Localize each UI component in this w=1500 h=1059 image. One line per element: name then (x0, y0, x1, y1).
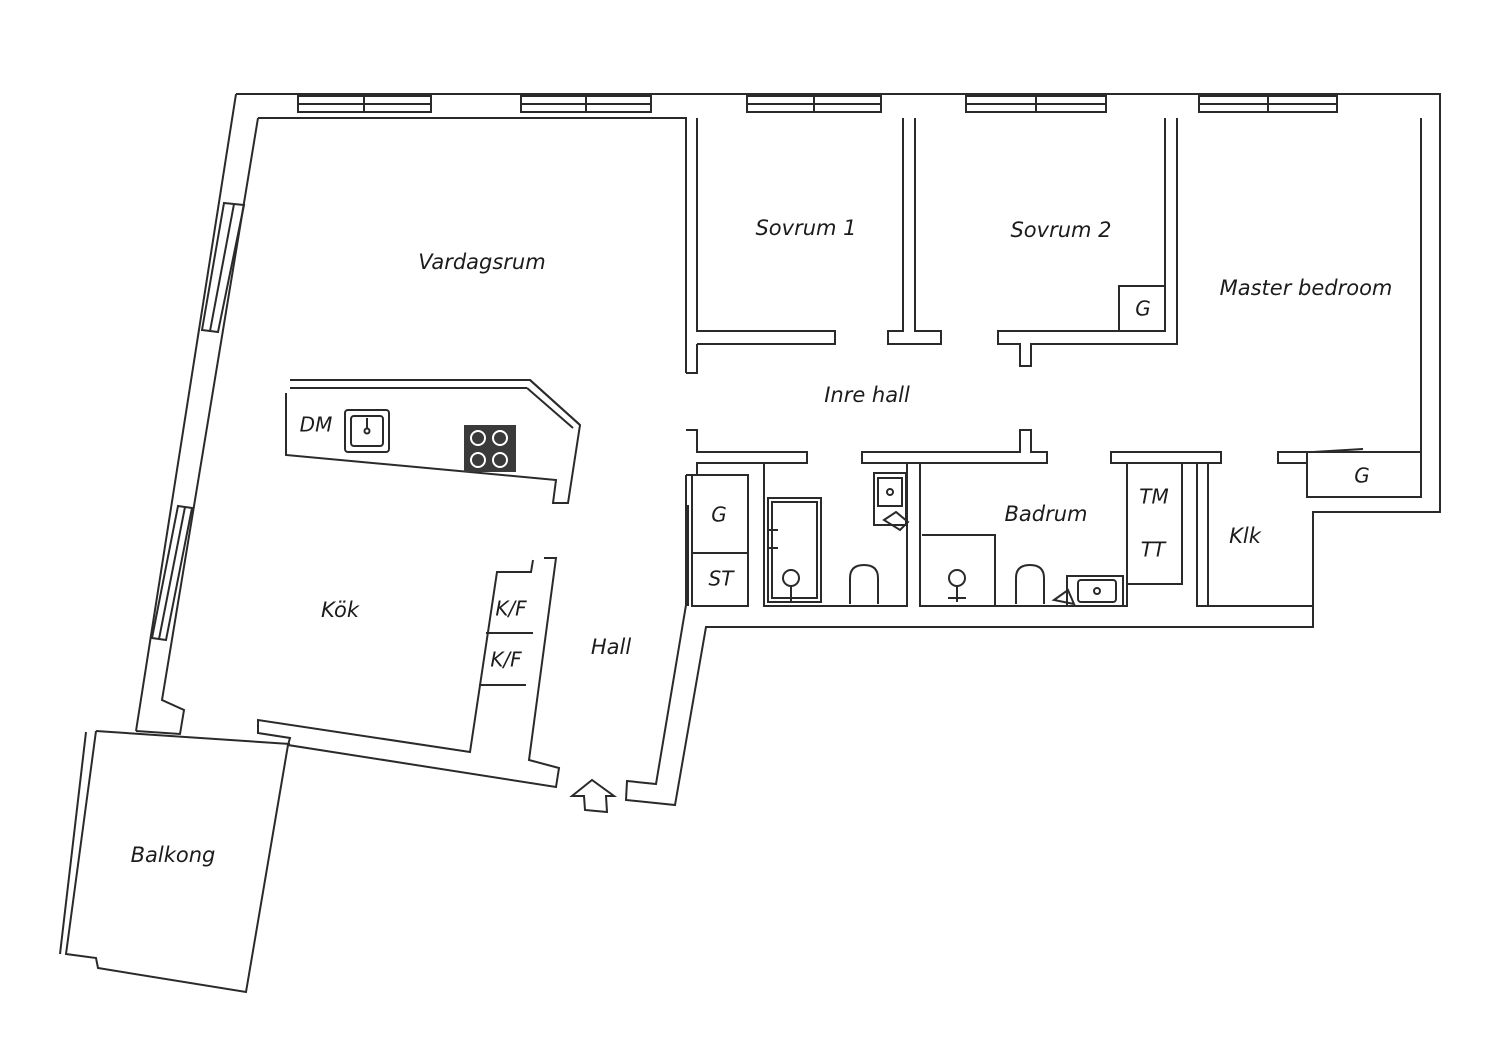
fixture-label-kf-upper: K/F (495, 597, 527, 621)
washbasin-icon (873, 472, 910, 532)
toilet-icon (849, 563, 879, 604)
bedroom-walls (686, 118, 1422, 498)
kitchen-wall (257, 557, 561, 789)
room-label-kok: Kök (321, 598, 360, 622)
room-label-hall: Hall (591, 635, 631, 659)
balcony-outline (59, 730, 289, 994)
room-label-sovrum-2: Sovrum 2 (1010, 218, 1111, 242)
service-walls (686, 429, 1313, 607)
fixture-label-dm: DM (300, 413, 333, 437)
outer-wall (95, 93, 1441, 807)
room-label-badrum: Badrum (1004, 502, 1087, 526)
room-label-sovrum-1: Sovrum 1 (755, 216, 856, 240)
room-label-balkong: Balkong (131, 843, 216, 867)
stove-icon (464, 425, 516, 472)
shower-icon (767, 497, 822, 603)
fixture-label-tm: TM (1139, 485, 1168, 509)
washbasin-icon (1051, 575, 1124, 607)
fixture-label-g-sovrum-2: G (1135, 297, 1151, 321)
room-label-master-bedroom: Master bedroom (1220, 276, 1393, 300)
fixture-label-st: ST (709, 567, 736, 591)
shower-icon (922, 534, 996, 605)
washbasin-icon (782, 569, 800, 602)
entrance-arrow-icon (569, 778, 618, 814)
toilet-icon (1015, 563, 1045, 604)
room-label-vardagsrum: Vardagsrum (418, 250, 545, 274)
room-label-inre-hall: Inre hall (824, 383, 910, 407)
fixture-label-kf-lower: K/F (490, 648, 522, 672)
fixture-label-g-master: G (1354, 464, 1370, 488)
window-icon (150, 95, 1338, 642)
fixture-label-tt: TT (1141, 538, 1167, 562)
room-label-klk: Klk (1229, 524, 1262, 548)
kitchen-island (285, 379, 582, 504)
fixture-label-g-hall: G (711, 503, 727, 527)
sink-icon (344, 409, 390, 453)
